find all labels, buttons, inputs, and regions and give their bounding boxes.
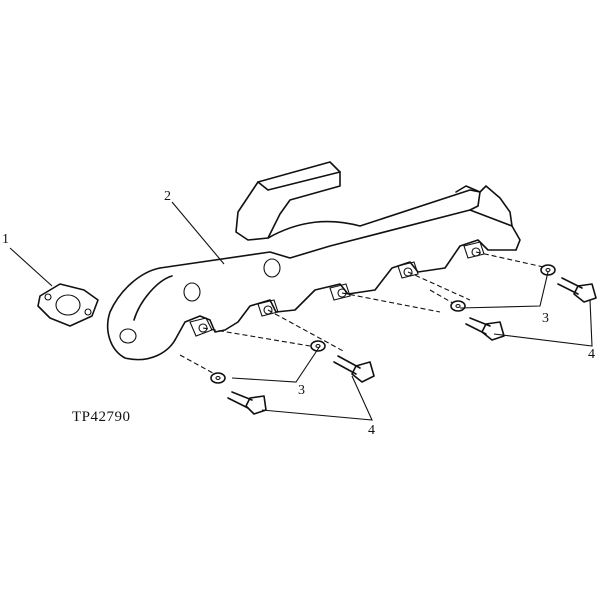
- callout-gasket: 1: [2, 232, 9, 247]
- alignment-lines: [179, 251, 549, 379]
- washers: [210, 264, 556, 384]
- callout-washer-front: 3: [298, 383, 305, 398]
- callout-bolt-rear: 4: [588, 347, 595, 362]
- leader-lines: [9, 201, 593, 421]
- bolts: [227, 277, 597, 415]
- callout-manifold: 2: [164, 189, 171, 204]
- callout-bolt-front: 4: [368, 423, 375, 438]
- callout-washer-rear: 3: [542, 311, 549, 326]
- gasket: [37, 283, 99, 327]
- figure-code: TP42790: [72, 409, 131, 425]
